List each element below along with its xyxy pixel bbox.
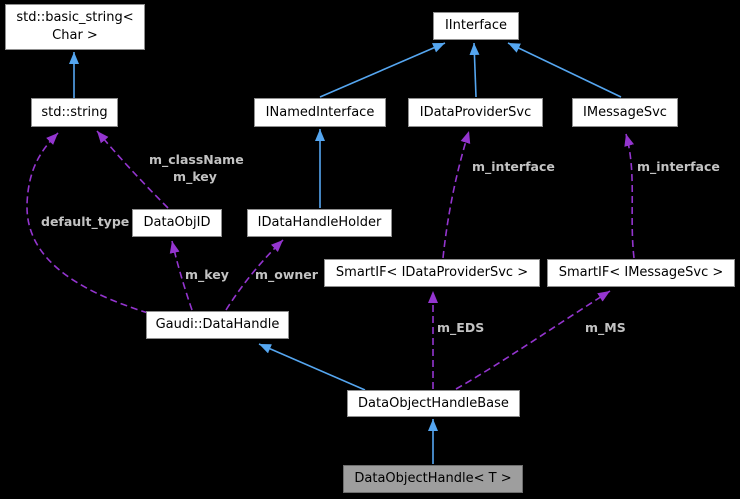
edge-label-m-eds: m_EDS (437, 320, 485, 335)
node-data-object-handle-t: DataObjectHandle< T > (343, 465, 523, 493)
node-imessage-svc[interactable]: IMessageSvc (572, 98, 678, 127)
edge-usage-smartifidp-idp-minterface (442, 130, 471, 259)
edge-label-default-type: default_type (41, 214, 130, 229)
edge-usage-dohb-smartifims-mms (455, 290, 611, 390)
node-std-string[interactable]: std::string (31, 98, 118, 127)
edge-inherit-dohb-datahandle (258, 343, 366, 391)
node-smartif-imessagesvc[interactable]: SmartIF< IMessageSvc > (547, 259, 735, 287)
node-idata-handle-holder[interactable]: IDataHandleHolder (247, 209, 392, 237)
node-iinterface[interactable]: IInterface (433, 12, 519, 40)
node-std-basic-string[interactable]: std::basic_string< Char > (5, 4, 145, 50)
edge-usage-dataobjid-string-classname-key (96, 130, 169, 209)
edge-usage-datahandle-dataobjid-mkey (169, 240, 193, 311)
edge-usage-datahandle-idhh-mowner (225, 239, 284, 311)
node-gaudi-data-handle[interactable]: Gaudi::DataHandle (146, 311, 289, 339)
node-data-obj-id[interactable]: DataObjID (132, 209, 222, 237)
node-data-object-handle-base[interactable]: DataObjectHandleBase (347, 390, 520, 417)
edge-inherit-idp-iinterface (469, 42, 480, 98)
edge-label-m-ms: m_MS (585, 320, 626, 335)
edge-label-m-interface-message: m_interface (637, 159, 720, 174)
edge-label-m-key: m_key (185, 267, 229, 282)
edge-inherit-inamed-iinterface (319, 42, 446, 98)
node-idata-provider-svc[interactable]: IDataProviderSvc (408, 98, 543, 127)
edge-inherit-ims-iinterface (507, 42, 622, 98)
edge-label-m-interface-provider: m_interface (472, 159, 555, 174)
edge-usage-smartifims-ims-minterface (624, 133, 635, 259)
edge-usage-datahandle-string-default-type (26, 132, 149, 314)
node-inamed-interface[interactable]: INamedInterface (254, 98, 386, 127)
edge-label-classname-key: m_className m_key (149, 152, 244, 184)
node-smartif-idataprovidersvc[interactable]: SmartIF< IDataProviderSvc > (324, 259, 540, 287)
edge-label-m-owner: m_owner (255, 267, 318, 282)
